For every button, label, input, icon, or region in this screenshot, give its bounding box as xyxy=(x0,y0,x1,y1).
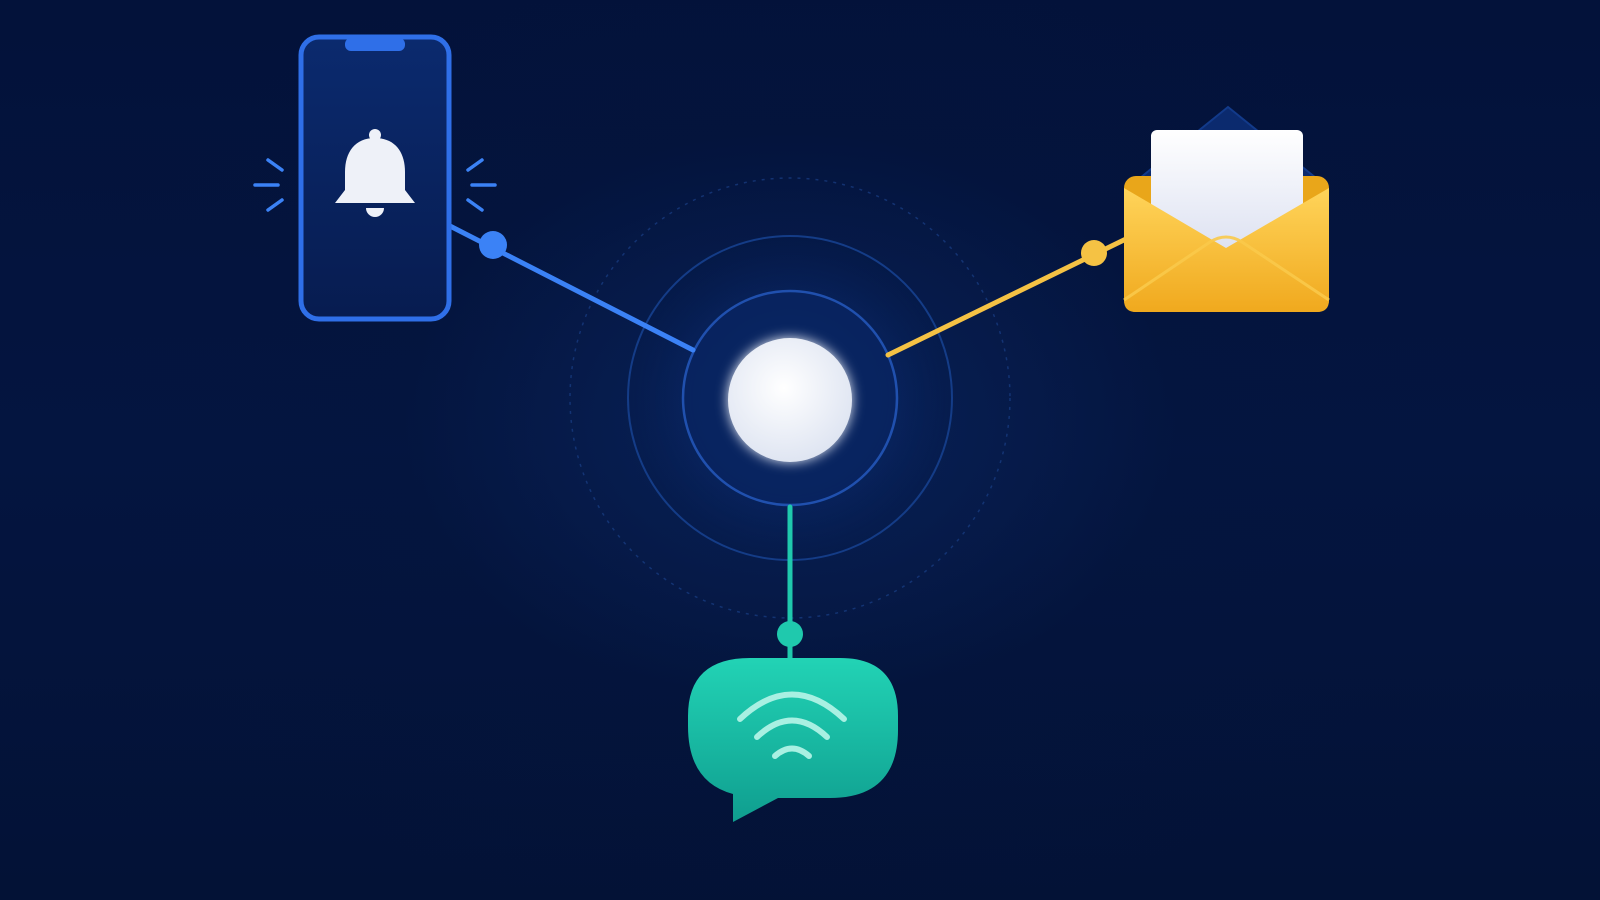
envelope-front xyxy=(1124,188,1329,312)
chat-wifi-icon[interactable] xyxy=(688,658,898,822)
connections xyxy=(445,222,1131,663)
connection-node-chat[interactable] xyxy=(777,621,803,647)
phone-notch xyxy=(345,38,405,51)
envelope-icon[interactable] xyxy=(1123,105,1330,312)
connection-node-email[interactable] xyxy=(1081,240,1107,266)
phone-bell-icon[interactable] xyxy=(253,34,497,322)
ringing-lines-icon xyxy=(253,158,497,212)
connection-node-phone[interactable] xyxy=(479,231,507,259)
outer-dotted-ring xyxy=(569,177,1011,619)
hub-circle-icon[interactable] xyxy=(728,338,852,462)
chat-bubble xyxy=(688,658,898,822)
wifi-icon xyxy=(737,691,847,759)
bell-icon xyxy=(335,129,415,217)
envelope-fold xyxy=(1123,235,1330,302)
